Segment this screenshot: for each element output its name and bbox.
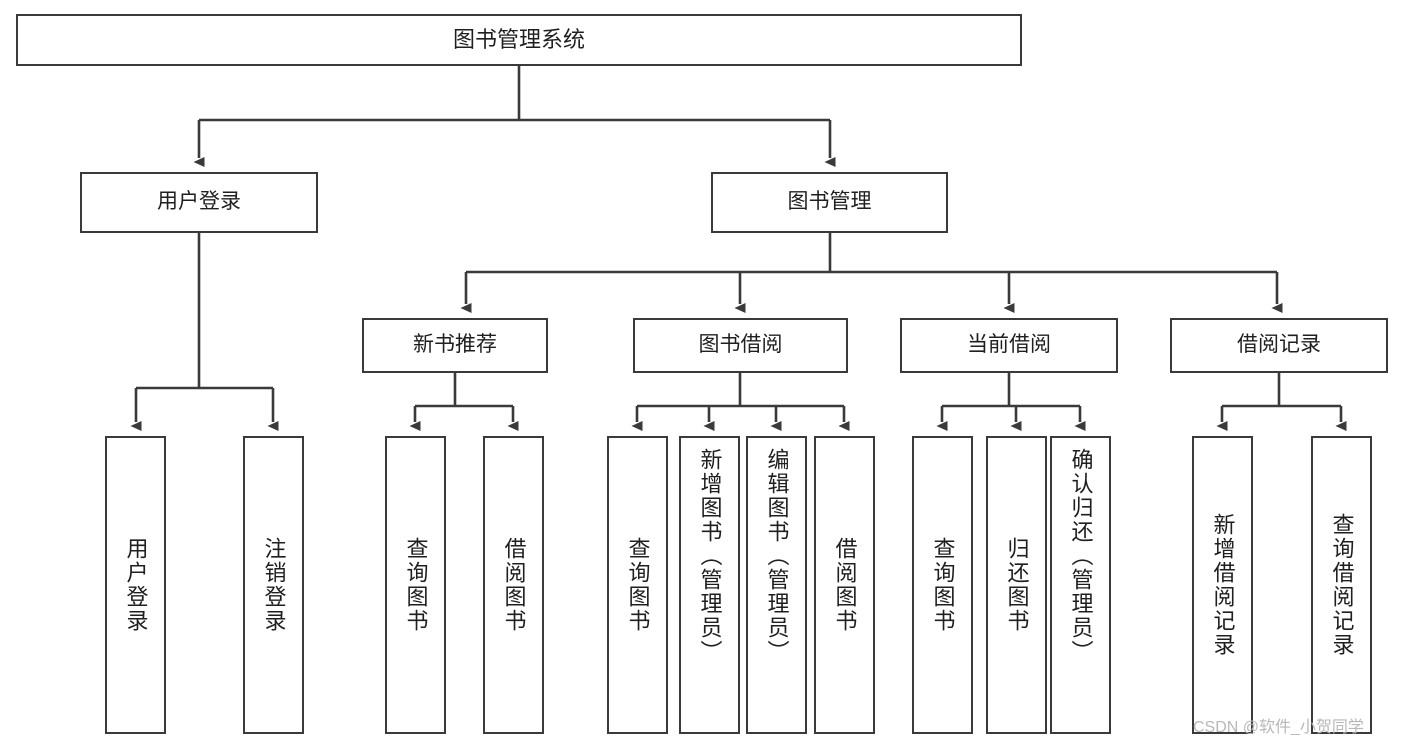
node-leaf-logout-label: 注销登录 bbox=[261, 537, 287, 633]
node-leaf-user-login-label: 用户登录 bbox=[123, 537, 149, 633]
node-book-borrow-label: 图书借阅 bbox=[698, 333, 783, 357]
node-leaf-query-book-2[interactable]: 查询图书 bbox=[607, 436, 668, 734]
node-leaf-add-record-label: 新增借阅记录 bbox=[1210, 513, 1236, 657]
node-leaf-query-record[interactable]: 查询借阅记录 bbox=[1311, 436, 1372, 734]
node-leaf-borrow-book-1-label: 借阅图书 bbox=[501, 537, 527, 633]
node-borrow-record-label: 借阅记录 bbox=[1237, 333, 1321, 357]
node-leaf-borrow-book-1[interactable]: 借阅图书 bbox=[483, 436, 544, 734]
node-root-label: 图书管理系统 bbox=[452, 27, 585, 53]
node-leaf-logout[interactable]: 注销登录 bbox=[243, 436, 304, 734]
node-current-borrow-label: 当前借阅 bbox=[967, 333, 1051, 357]
node-leaf-add-book-label: 新增图书（管理员） bbox=[697, 448, 723, 664]
node-leaf-query-book-1-label: 查询图书 bbox=[403, 537, 429, 633]
node-borrow-record[interactable]: 借阅记录 bbox=[1170, 318, 1388, 373]
node-leaf-query-book-3-label: 查询图书 bbox=[930, 537, 956, 633]
node-leaf-query-book-3[interactable]: 查询图书 bbox=[912, 436, 973, 734]
node-leaf-add-record[interactable]: 新增借阅记录 bbox=[1192, 436, 1253, 734]
node-book-borrow[interactable]: 图书借阅 bbox=[633, 318, 848, 373]
node-root[interactable]: 图书管理系统 bbox=[16, 14, 1022, 66]
node-leaf-query-record-label: 查询借阅记录 bbox=[1329, 513, 1355, 657]
node-book-manage-label: 图书管理 bbox=[787, 190, 872, 214]
node-leaf-edit-book[interactable]: 编辑图书（管理员） bbox=[746, 436, 807, 734]
node-book-manage[interactable]: 图书管理 bbox=[711, 172, 948, 233]
node-leaf-user-login[interactable]: 用户登录 bbox=[105, 436, 166, 734]
node-user-login-label: 用户登录 bbox=[157, 190, 241, 214]
node-new-book-rec-label: 新书推荐 bbox=[413, 333, 497, 357]
node-leaf-query-book-2-label: 查询图书 bbox=[625, 537, 651, 633]
node-leaf-borrow-book-2[interactable]: 借阅图书 bbox=[814, 436, 875, 734]
node-leaf-return-book[interactable]: 归还图书 bbox=[986, 436, 1047, 734]
node-leaf-edit-book-label: 编辑图书（管理员） bbox=[764, 448, 790, 664]
node-current-borrow[interactable]: 当前借阅 bbox=[900, 318, 1118, 373]
node-leaf-query-book-1[interactable]: 查询图书 bbox=[385, 436, 446, 734]
node-leaf-confirm-return[interactable]: 确认归还（管理员） bbox=[1050, 436, 1111, 734]
csdn-watermark: CSDN @软件_小贺同学 bbox=[1193, 719, 1364, 736]
node-new-book-rec[interactable]: 新书推荐 bbox=[362, 318, 548, 373]
node-leaf-confirm-return-label: 确认归还（管理员） bbox=[1068, 448, 1094, 664]
node-leaf-add-book[interactable]: 新增图书（管理员） bbox=[679, 436, 740, 734]
node-leaf-return-book-label: 归还图书 bbox=[1004, 537, 1030, 633]
node-leaf-borrow-book-2-label: 借阅图书 bbox=[832, 537, 858, 633]
node-user-login[interactable]: 用户登录 bbox=[80, 172, 318, 233]
